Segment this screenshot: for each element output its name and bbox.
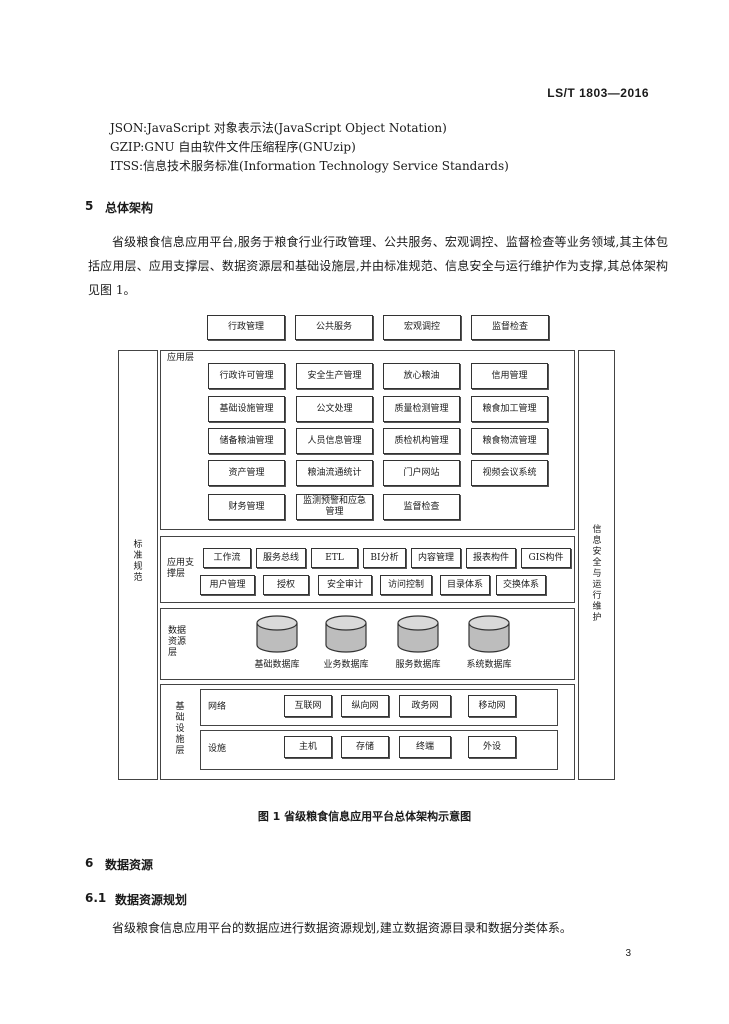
database-label: 业务数据库 [323,660,369,670]
top-service-box: 行政管理 [207,315,285,340]
device-box: 终端 [399,736,451,758]
infrastructure-layer [160,684,575,780]
section-5-paragraph: 省级粮食信息应用平台,服务于粮食行业行政管理、公共服务、宏观调控、监督检查等业务… [88,235,668,297]
top-service-box: 宏观调控 [383,315,461,340]
support-component-box: 工作流 [203,548,251,568]
network-label: 网络 [208,702,227,712]
section-5-number: 5 [85,199,94,213]
app-module-box: 基础设施管理 [208,396,285,422]
application-layer-label: 应用层 [167,353,195,363]
abbreviation-json: JSON:JavaScript 对象表示法(JavaScript Object … [110,121,447,135]
devices-label: 设施 [208,744,227,754]
abbreviation-itss: ITSS:信息技术服务标准(Information Technology Ser… [110,159,509,173]
data-resource-layer [160,608,575,680]
app-module-box: 行政许可管理 [208,363,285,389]
network-box: 互联网 [284,695,332,717]
network-frame [200,689,558,726]
standards-label: 标准规范 [133,540,143,583]
support-component-box: 交换体系 [496,575,546,595]
support-component-box: 授权 [263,575,309,595]
app-module-box: 门户网站 [383,460,460,486]
app-module-box: 质量检测管理 [383,396,460,422]
app-module-box: 粮食物流管理 [471,428,548,454]
database-icon [397,615,439,653]
app-module-box: 视频会议系统 [471,460,548,486]
app-module-box: 粮食加工管理 [471,396,548,422]
app-module-box: 资产管理 [208,460,285,486]
devices-frame [200,730,558,770]
app-module-box: 质检机构管理 [383,428,460,454]
section-6-title: 数据资源 [105,858,154,872]
database-label: 系统数据库 [466,660,512,670]
app-module-box: 公文处理 [296,396,373,422]
abbreviation-gzip: GZIP:GNU 自由软件文件压缩程序(GNUzip) [110,140,356,154]
device-box: 外设 [468,736,516,758]
database-label: 服务数据库 [395,660,441,670]
support-component-box: BI分析 [363,548,406,568]
standard-code: LS/T 1803—2016 [547,86,649,100]
infrastructure-layer-label: 基础设施层 [175,702,185,756]
top-service-box: 监督检查 [471,315,549,340]
security-label: 信息安全与运行维护 [592,525,602,623]
database-icon [256,615,298,653]
support-layer-label: 应用支撑层 [167,558,195,579]
app-module-box: 监测预警和应急管理 [296,494,373,520]
device-box: 存储 [341,736,389,758]
support-component-box: 用户管理 [200,575,255,595]
network-box: 纵向网 [341,695,389,717]
support-component-box: 内容管理 [411,548,461,568]
section-6-1-number: 6.1 [85,891,107,905]
support-component-box: 报表构件 [466,548,516,568]
device-box: 主机 [284,736,332,758]
app-module-box: 放心粮油 [383,363,460,389]
database-icon [325,615,367,653]
app-module-box: 储备粮油管理 [208,428,285,454]
support-component-box: 访问控制 [380,575,432,595]
section-6-1-title: 数据资源规划 [115,893,188,907]
section-6-number: 6 [85,856,94,870]
top-service-box: 公共服务 [295,315,373,340]
app-module-box: 信用管理 [471,363,548,389]
section-5-title: 总体架构 [105,201,154,215]
standards-frame [118,350,158,780]
data-layer-label: 数据资源层 [168,626,187,658]
page-number: 3 [625,948,631,959]
database-label: 基础数据库 [254,660,300,670]
figure-caption: 图 1 省级粮食信息应用平台总体架构示意图 [257,810,472,823]
support-component-box: 目录体系 [440,575,490,595]
support-component-box: 服务总线 [256,548,306,568]
network-box: 移动网 [468,695,516,717]
support-layer [160,536,575,603]
app-module-box: 人员信息管理 [296,428,373,454]
app-module-box: 粮油流通统计 [296,460,373,486]
support-component-box: 安全审计 [318,575,372,595]
application-layer [160,350,575,530]
app-module-box: 监督检查 [383,494,460,520]
app-module-box: 财务管理 [208,494,285,520]
database-icon [468,615,510,653]
support-component-box: ETL [311,548,358,568]
section-6-1-paragraph: 省级粮食信息应用平台的数据应进行数据资源规划,建立数据资源目录和数据分类体系。 [112,921,572,935]
support-component-box: GIS构件 [521,548,571,568]
app-module-box: 安全生产管理 [296,363,373,389]
network-box: 政务网 [399,695,451,717]
security-frame [578,350,615,780]
